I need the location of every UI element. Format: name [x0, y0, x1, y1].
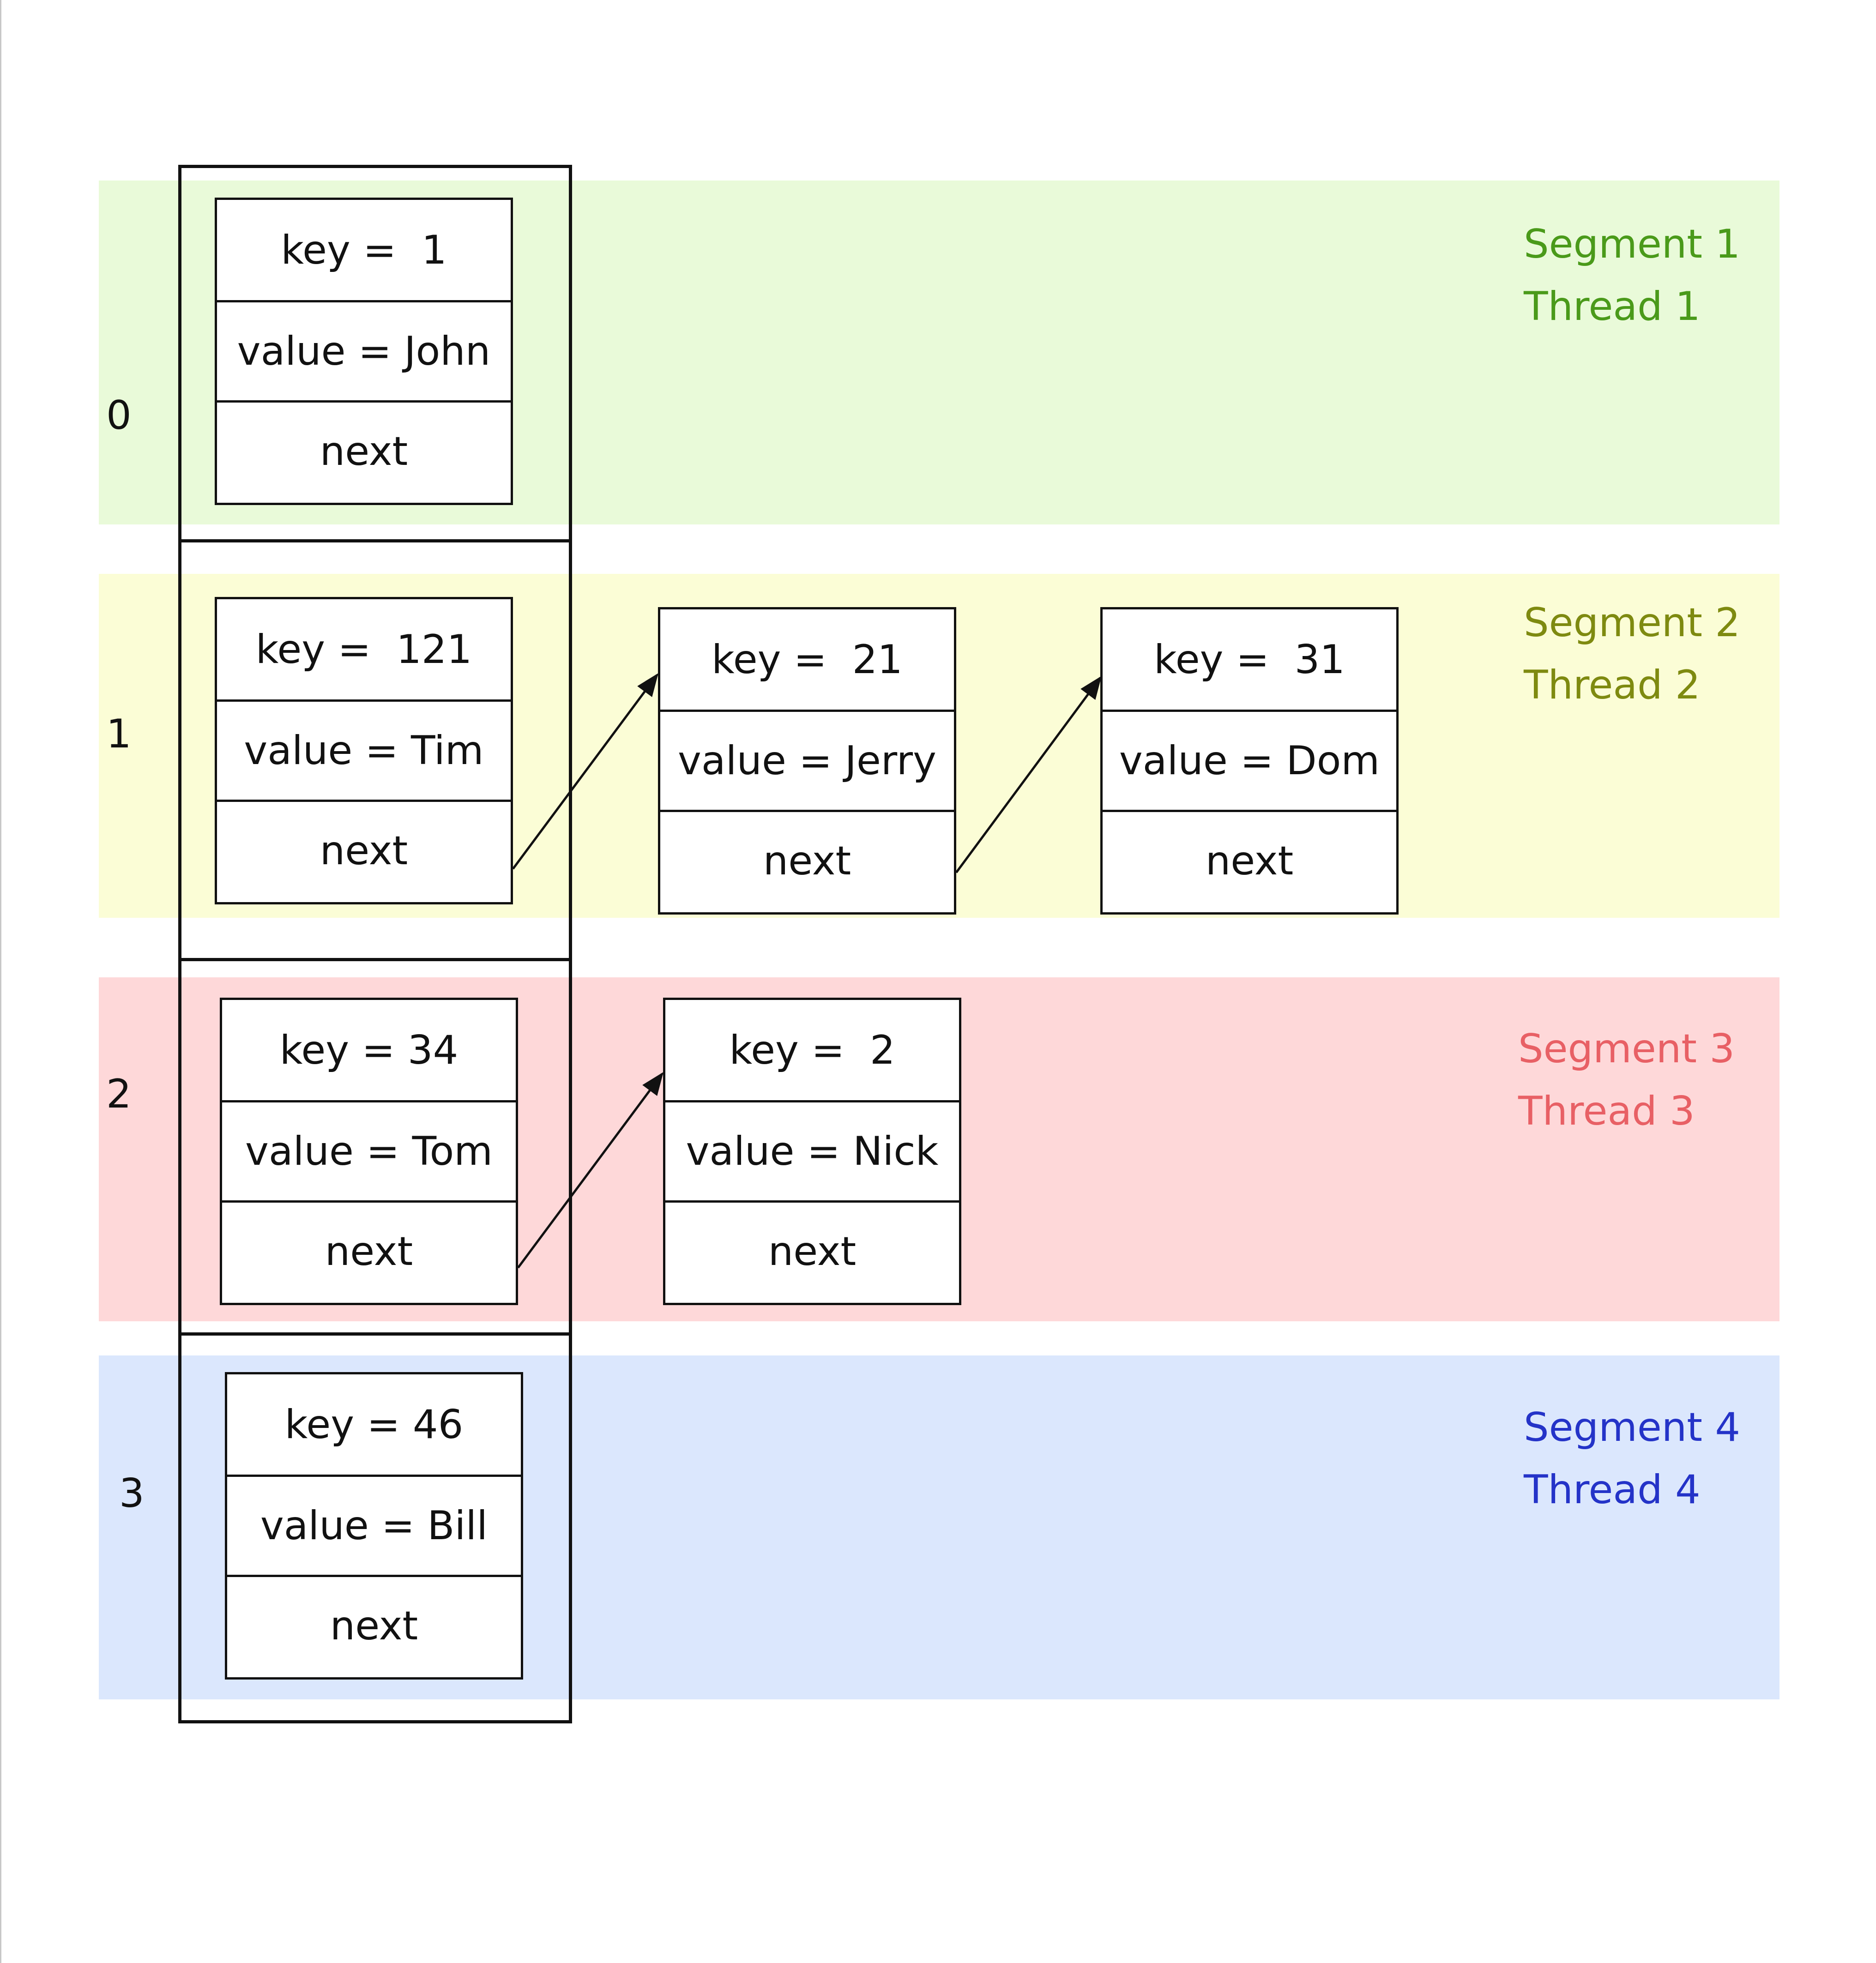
node-value: value = Tim	[217, 699, 511, 800]
thread-name: Thread 2	[1524, 662, 1701, 708]
node-value: value = Nick	[665, 1100, 959, 1200]
node-value: value = John	[217, 300, 511, 400]
node-key: key = 2	[729, 1027, 895, 1073]
segment-label-2: Segment 2 Thread 2	[1524, 592, 1740, 717]
entry-node: key = 21 value = Jerry next	[658, 607, 956, 915]
segment-name: Segment 2	[1524, 600, 1741, 646]
entry-node: key = 31 value = Dom next	[1100, 607, 1399, 915]
bucket-index-0: 0	[106, 392, 132, 439]
thread-name: Thread 4	[1524, 1467, 1701, 1513]
node-next: next	[217, 400, 511, 500]
bucket-divider	[178, 539, 572, 542]
segment-label-1: Segment 1 Thread 1	[1524, 213, 1740, 338]
segment-name: Segment 4	[1524, 1404, 1741, 1451]
node-value: value = Dom	[1103, 710, 1396, 810]
node-value: value = Jerry	[660, 710, 954, 810]
node-next: next	[660, 810, 954, 910]
bucket-index-3: 3	[119, 1470, 145, 1517]
node-next: next	[217, 800, 511, 900]
node-key: key = 34	[279, 1027, 458, 1073]
bucket-array	[178, 165, 572, 1723]
segment-label-4: Segment 4 Thread 4	[1524, 1397, 1740, 1521]
thread-name: Thread 3	[1518, 1088, 1695, 1134]
bucket-index-1: 1	[106, 711, 132, 757]
bucket-index-2: 2	[106, 1071, 132, 1117]
node-key: key = 1	[281, 227, 447, 273]
node-value: value = Tom	[222, 1100, 516, 1200]
page-left-border	[0, 0, 1, 1963]
thread-name: Thread 1	[1524, 283, 1701, 330]
entry-node: key = 1 value = John next	[215, 198, 513, 505]
node-value: value = Bill	[227, 1475, 521, 1575]
node-next: next	[222, 1200, 516, 1301]
entry-node: key = 46 value = Bill next	[225, 1372, 523, 1680]
segment-name: Segment 3	[1518, 1026, 1735, 1072]
entry-node: key = 121 value = Tim next	[215, 597, 513, 904]
node-key: key = 46	[284, 1401, 464, 1448]
node-next: next	[1103, 810, 1396, 910]
bucket-divider	[178, 1332, 572, 1336]
node-next: next	[665, 1200, 959, 1301]
segment-name: Segment 1	[1524, 221, 1741, 267]
node-key: key = 21	[711, 636, 903, 683]
entry-node: key = 34 value = Tom next	[220, 998, 518, 1305]
node-key: key = 31	[1153, 636, 1345, 683]
bucket-divider	[178, 958, 572, 961]
node-key: key = 121	[255, 626, 472, 673]
node-next: next	[227, 1575, 521, 1675]
segment-label-3: Segment 3 Thread 3	[1518, 1018, 1735, 1143]
entry-node: key = 2 value = Nick next	[663, 998, 961, 1305]
